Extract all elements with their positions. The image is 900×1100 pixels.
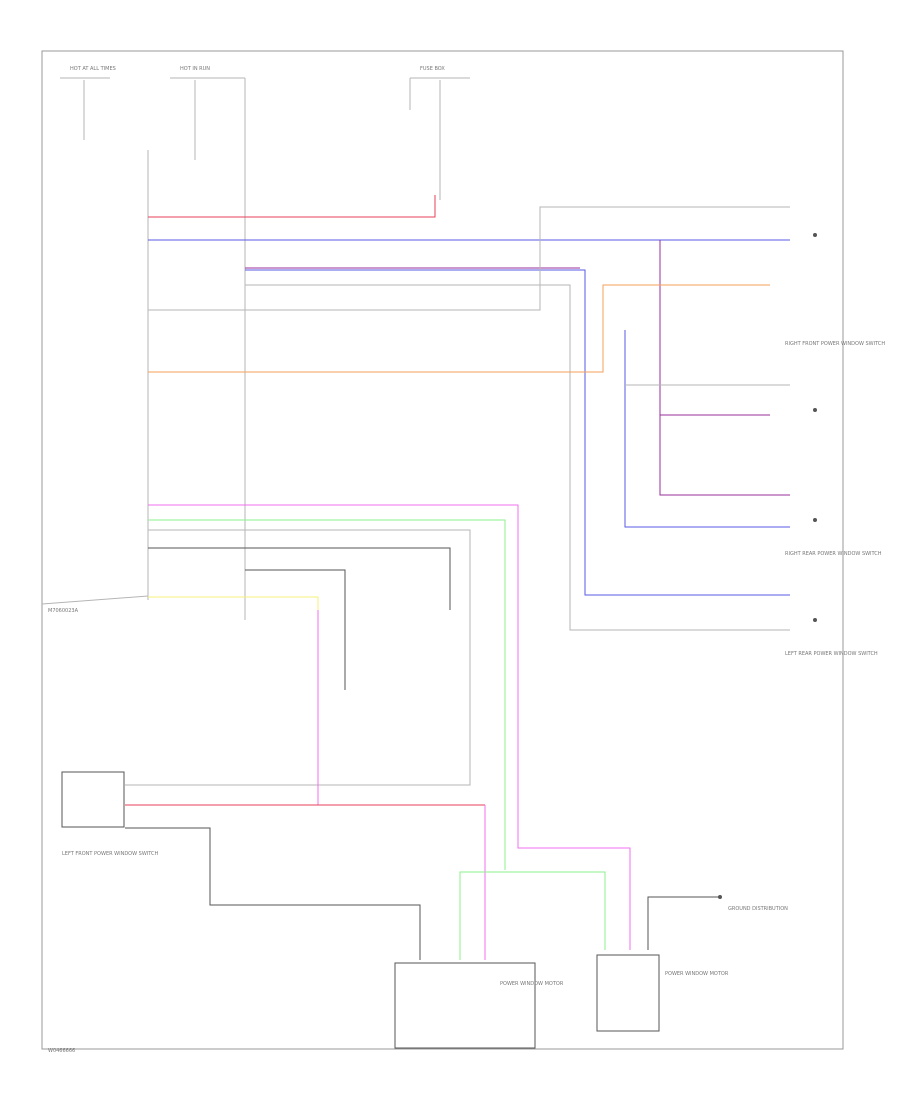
switch-left-front xyxy=(61,771,125,828)
fuse-block-left: HOT AT ALL TIMES HOT IN RUN xyxy=(60,66,245,160)
label-connector-left: M7060023A xyxy=(48,608,79,614)
wire-gray-upper xyxy=(148,206,790,311)
label-switch-right-front: RIGHT FRONT POWER WINDOW SWITCH xyxy=(785,341,885,347)
ground-lr xyxy=(813,618,817,622)
wire-black-lower xyxy=(148,547,451,610)
ground-point xyxy=(718,895,722,899)
connector-left-pointer xyxy=(41,595,149,605)
ground-rf-mid xyxy=(813,408,817,412)
motor-right xyxy=(596,954,660,1032)
label-motor-right: POWER WINDOW MOTOR xyxy=(665,971,729,977)
label-grounds-note: GROUND DISTRIBUTION xyxy=(728,906,788,912)
label-fig-code: W0466666 xyxy=(48,1048,75,1054)
wire-blue-long xyxy=(245,269,790,596)
label-fuse-box: FUSE BOX xyxy=(420,66,445,72)
label-hot-in-run: HOT IN RUN xyxy=(180,66,210,72)
wire-pink-long xyxy=(148,504,631,950)
label-switch-left-front: LEFT FRONT POWER WINDOW SWITCH xyxy=(62,851,158,857)
wire-green-top xyxy=(148,519,506,870)
label-switch-left-rear: LEFT REAR POWER WINDOW SWITCH xyxy=(785,651,878,657)
label-switch-right-rear: RIGHT REAR POWER WINDOW SWITCH xyxy=(785,551,882,557)
wire-yellow xyxy=(148,596,319,805)
wire-black-ground xyxy=(245,569,346,690)
wire-orange xyxy=(148,284,770,373)
ground-rf-top xyxy=(813,233,817,237)
wire-green-motor xyxy=(459,871,606,960)
wire-gray-lower xyxy=(125,529,471,786)
wire-purple-trunk xyxy=(659,240,790,496)
ground-rr xyxy=(813,518,817,522)
wire-red-top xyxy=(148,195,436,218)
wire-gray-right xyxy=(245,284,790,631)
label-hot-at-all-times: HOT AT ALL TIMES xyxy=(70,66,116,72)
label-motor-left: POWER WINDOW MOTOR xyxy=(500,981,564,987)
wire-blue-right xyxy=(624,330,790,528)
wire-black-motor-right xyxy=(647,896,720,950)
fuse-block-center: FUSE BOX xyxy=(409,66,470,200)
diagram-frame xyxy=(41,50,844,1050)
motor-left xyxy=(394,962,536,1049)
wire-black-lower-2 xyxy=(125,827,421,960)
